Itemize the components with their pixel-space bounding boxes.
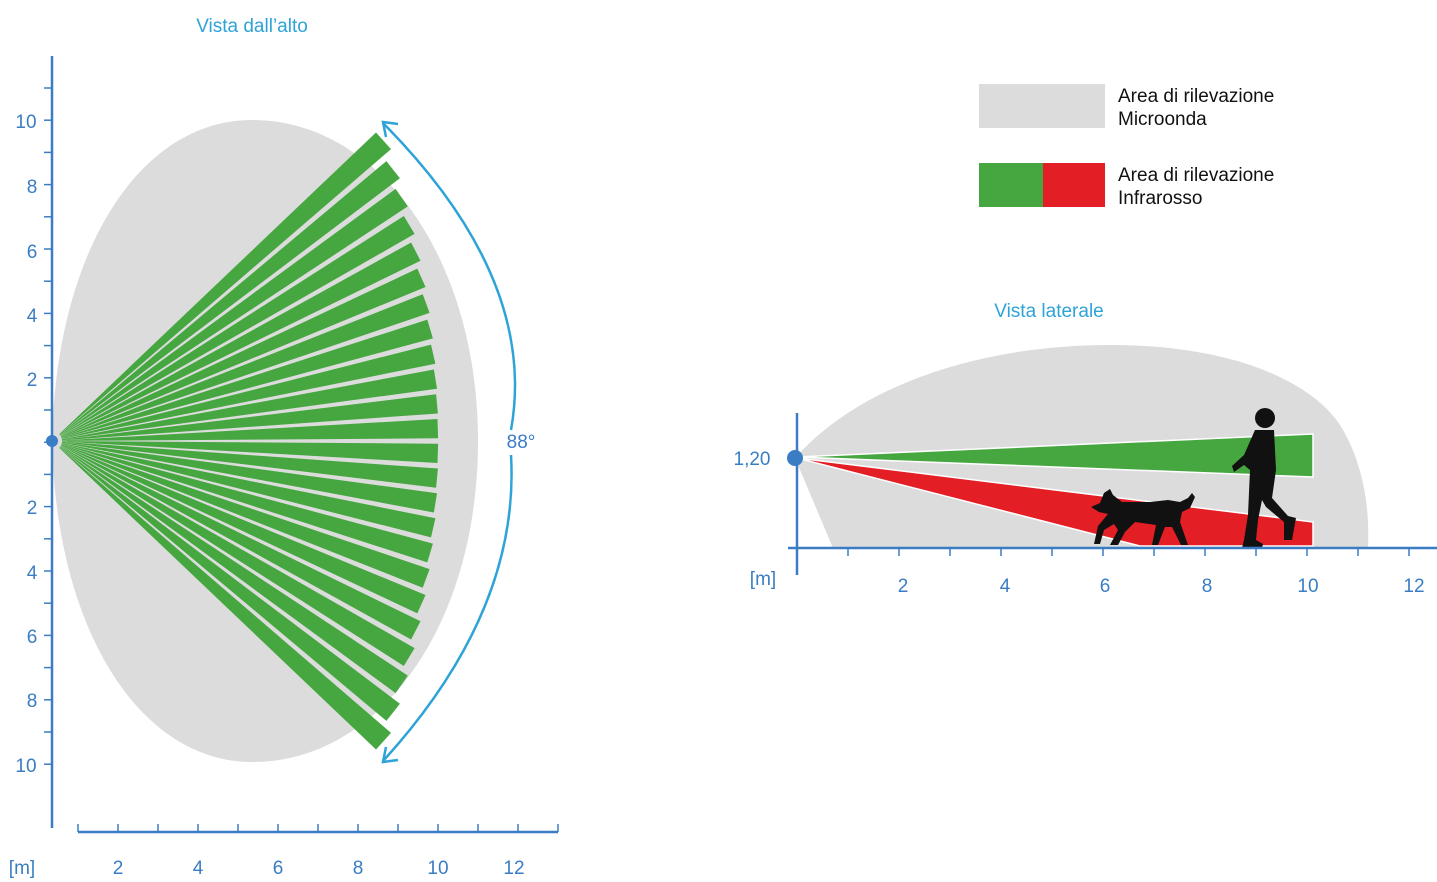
x-tick: 4 (193, 858, 204, 879)
y-tick-down: 8 (27, 691, 38, 712)
legend-infrared-swatch-red (1043, 163, 1105, 207)
side-view-unit-label: [m] (750, 569, 776, 590)
infrared-beam (62, 419, 439, 441)
infrared-beam (61, 369, 438, 440)
side-view-title: Vista laterale (994, 301, 1104, 322)
side-view: Vista laterale 1,20 2 4 6 8 10 12 [m] (734, 301, 1437, 597)
side-view-infrared-upper-beam (796, 433, 1314, 478)
y-tick-up: 6 (27, 242, 38, 263)
angle-arrow-top-icon (381, 120, 399, 138)
infrared-beam (61, 441, 438, 488)
y-tick-down: 4 (27, 563, 38, 584)
infrared-beam (60, 445, 421, 640)
top-view-x-tick-labels: 2 4 6 8 10 12 (113, 858, 525, 879)
y-tick-up: 10 (15, 112, 36, 133)
x-tick: 8 (353, 858, 364, 879)
x-tick: 8 (1202, 576, 1213, 597)
legend-microwave-label-line1: Area di rilevazione (1118, 86, 1274, 107)
infrared-beam (59, 447, 391, 750)
infrared-beam (61, 443, 433, 563)
infrared-beam (62, 441, 439, 463)
infrared-beam (61, 442, 438, 513)
top-view-x-minor-ticks (77, 824, 559, 832)
top-view-y-minor-ticks (44, 87, 52, 765)
infrared-beam (61, 319, 433, 439)
infrared-beam (60, 188, 408, 436)
x-tick: 4 (1000, 576, 1011, 597)
sensor-height-label: 1,20 (734, 449, 771, 470)
y-tick-down: 2 (27, 498, 38, 519)
infrared-beam (61, 444, 430, 588)
x-tick: 2 (113, 858, 124, 879)
infrared-beam (61, 268, 426, 438)
legend-microwave-swatch (979, 84, 1105, 128)
infrared-beam (59, 161, 400, 435)
legend-infrared-label-line2: Infrarosso (1118, 188, 1202, 209)
infrared-beam (60, 216, 415, 436)
angle-arc (383, 123, 517, 761)
legend-microwave-label-line2: Microonda (1118, 109, 1207, 130)
infrared-beam (61, 294, 430, 438)
top-view-title: Vista dall’alto (196, 16, 308, 37)
angle-arrow-bottom-icon (381, 746, 399, 764)
x-tick: 12 (503, 858, 524, 879)
infrared-beam (61, 443, 436, 538)
y-tick-up: 2 (27, 370, 38, 391)
dog-silhouette-icon (1091, 489, 1195, 545)
y-tick-up: 4 (27, 306, 38, 327)
legend-infrared-label-line1: Area di rilevazione (1118, 165, 1274, 186)
x-tick: 10 (1297, 576, 1318, 597)
infrared-beam (59, 132, 391, 435)
side-view-infrared-lower-beam (796, 457, 1314, 547)
sensor-origin-dot (46, 435, 58, 447)
infrared-beam (60, 242, 421, 437)
side-view-x-tick-labels: 2 4 6 8 10 12 (898, 576, 1425, 597)
legend-infrared-swatch-green (979, 163, 1043, 207)
x-tick: 6 (273, 858, 284, 879)
top-view-y-tick-labels-down: 2 4 6 8 10 (15, 498, 37, 777)
top-view-infrared-beams (59, 132, 439, 750)
top-view-y-tick-labels-up: 2 4 6 8 10 (15, 112, 37, 391)
side-sensor-dot (787, 450, 803, 466)
infrared-beam (61, 344, 436, 439)
y-tick-down: 10 (15, 756, 36, 777)
infrared-beam (61, 394, 438, 441)
infrared-beam (60, 446, 408, 694)
top-view-unit-label: [m] (9, 858, 35, 879)
person-walking-silhouette-icon (1232, 408, 1296, 548)
x-tick: 6 (1100, 576, 1111, 597)
top-view: Vista dall’alto 88° 2 4 6 8 10 2 4 6 8 1… (9, 16, 559, 879)
y-tick-down: 6 (27, 627, 38, 648)
infrared-beam (60, 446, 415, 666)
side-view-x-minor-ticks (847, 548, 1410, 556)
top-view-microwave-area (52, 120, 478, 762)
y-tick-up: 8 (27, 177, 38, 198)
infrared-beam (61, 444, 426, 614)
infrared-beam (59, 447, 400, 721)
x-tick: 12 (1403, 576, 1424, 597)
x-tick: 2 (898, 576, 909, 597)
angle-label: 88° (507, 432, 536, 453)
x-tick: 10 (427, 858, 448, 879)
legend: Area di rilevazione Microonda Area di ri… (979, 84, 1274, 209)
